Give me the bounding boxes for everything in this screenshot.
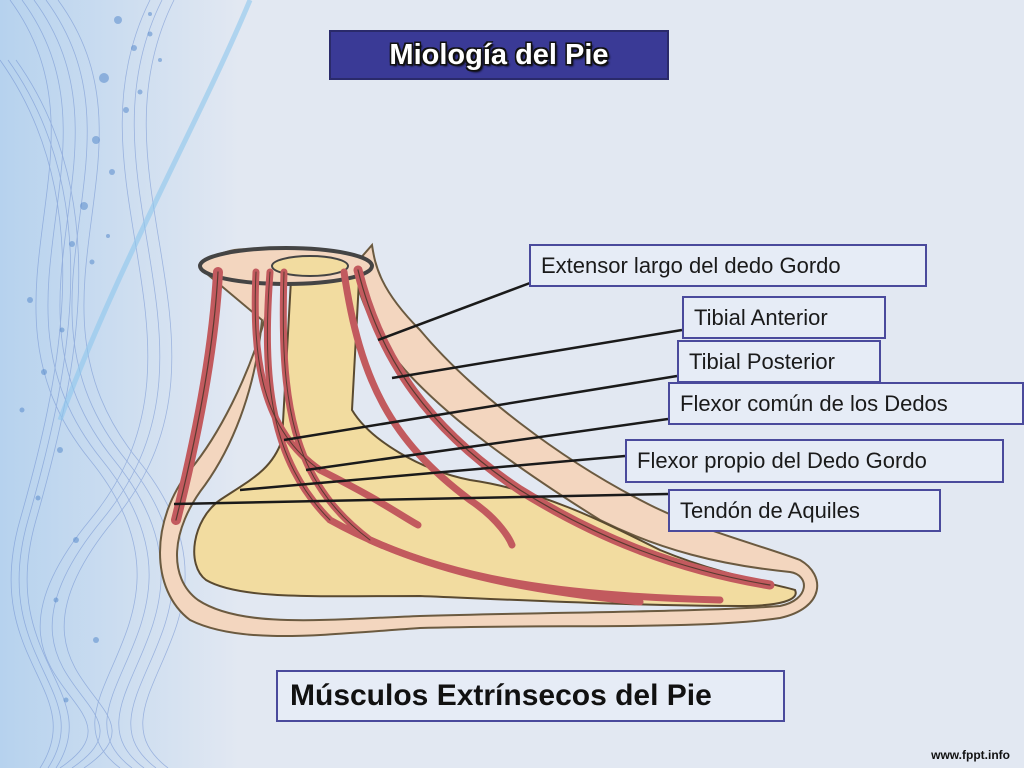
- tendons: [171, 265, 775, 606]
- wave-lines: [0, 0, 186, 768]
- label-flexor-comun-dedos: Flexor común de los Dedos: [668, 382, 1024, 425]
- pointer-tibial-anterior: [391, 328, 683, 380]
- bubble-dots: [19, 12, 162, 703]
- label-tendon-aquiles: Tendón de Aquiles: [668, 489, 941, 532]
- pointer-tendon-aquiles: [173, 492, 669, 506]
- title-banner: Miología del Pie: [329, 30, 669, 80]
- tibial-anterior-tendon: [340, 268, 516, 549]
- label-flexor-propio-dedo-gordo: Flexor propio del Dedo Gordo: [625, 439, 1004, 483]
- label-tibial-anterior: Tibial Anterior: [682, 296, 886, 339]
- pointer-extensor-largo: [377, 281, 531, 342]
- label-extensor-largo-dedo-gordo: Extensor largo del dedo Gordo: [529, 244, 927, 287]
- pointer-lines: [173, 281, 683, 506]
- accent-stroke: [57, 0, 253, 421]
- label-tibial-posterior: Tibial Posterior: [677, 340, 881, 383]
- leg-cross-section-inner: [271, 255, 349, 277]
- caption: Músculos Extrínsecos del Pie: [290, 679, 712, 712]
- footer-url: www.fppt.info: [931, 748, 1010, 762]
- page-title: Miología del Pie: [389, 38, 609, 71]
- caption-banner: Músculos Extrínsecos del Pie: [276, 670, 785, 722]
- pointer-tibial-posterior: [283, 374, 678, 442]
- pointer-flexor-propio: [239, 454, 626, 492]
- pointer-flexor-comun: [305, 417, 669, 472]
- foot-skin-outline: [159, 242, 819, 637]
